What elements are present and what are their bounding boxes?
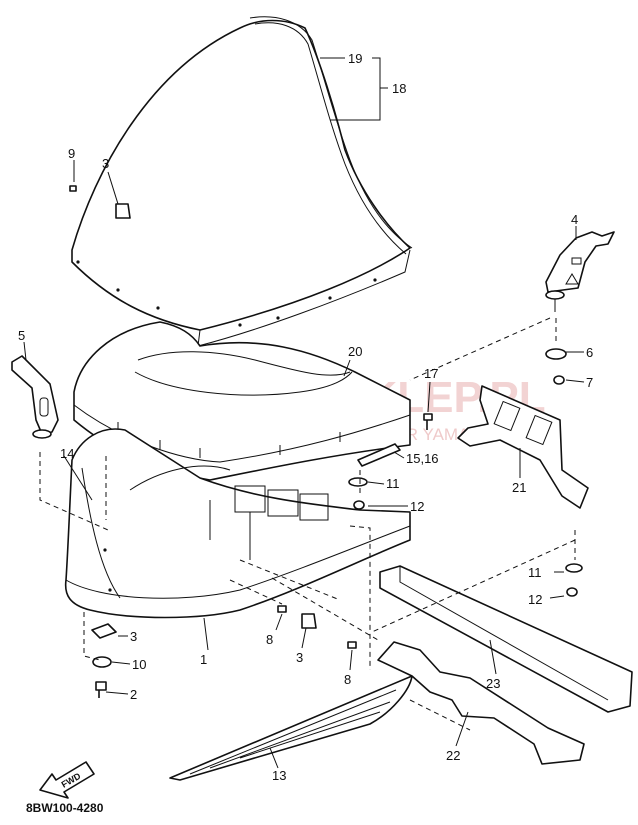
callout-17: 17: [424, 366, 438, 381]
forward-arrow-icon: FWD: [39, 761, 95, 799]
screw-9: [69, 185, 77, 192]
callout-23: 23: [486, 676, 500, 691]
assembly-lines: [39, 317, 576, 731]
callout-2: 2: [130, 687, 137, 702]
callout-14: 14: [60, 446, 74, 461]
callout-19: 19: [348, 51, 362, 66]
diagram-code: 8BW100-4280: [26, 801, 104, 815]
callout-11-left: 11: [386, 476, 400, 491]
callout-11-right: 11: [528, 565, 542, 580]
nut-clip-center: [301, 613, 317, 629]
rubber-damper: [545, 348, 567, 360]
callout-8-right: 8: [344, 672, 351, 687]
reinforcement-beam: [379, 565, 633, 713]
callout-8-left: 8: [266, 632, 273, 647]
damper-left: [348, 477, 368, 487]
hood-strip: [169, 675, 413, 781]
callouts: 19 18 9 3 4 5 20 6 17 7 15,16 14 11 21 1…: [18, 51, 593, 783]
lower-hood: [64, 428, 411, 619]
callout-13: 13: [272, 768, 286, 783]
callout-22: 22: [446, 748, 460, 763]
nut-clip-upper: [115, 203, 131, 219]
callout-3-upper: 3: [102, 156, 109, 171]
callout-18: 18: [392, 81, 406, 96]
callout-3-center: 3: [296, 650, 303, 665]
nut-clip-lower: [91, 623, 117, 639]
callout-15-16: 15,16: [406, 451, 439, 466]
nut-right: [566, 587, 578, 597]
left-bracket: [11, 355, 59, 439]
callout-6: 6: [586, 345, 593, 360]
callout-3-lower: 3: [130, 629, 137, 644]
upper-shroud: [73, 321, 411, 481]
callout-12-right: 12: [528, 592, 542, 607]
nut: [553, 375, 565, 385]
bolt-17: [423, 413, 433, 430]
stay-bracket: [357, 443, 401, 467]
callout-12-left: 12: [410, 499, 424, 514]
callout-9: 9: [68, 146, 75, 161]
callout-1: 1: [200, 652, 207, 667]
leader-lines: [23, 57, 585, 769]
callout-4: 4: [571, 212, 578, 227]
callout-20: 20: [348, 344, 362, 359]
windshield: [71, 16, 413, 347]
callout-21: 21: [512, 480, 526, 495]
callout-7: 7: [586, 375, 593, 390]
bolt-2: [95, 681, 107, 698]
right-bracket: [545, 231, 615, 312]
damper-right: [565, 563, 583, 573]
callout-5: 5: [18, 328, 25, 343]
frame-member: [377, 641, 585, 765]
screw-8b: [347, 641, 357, 649]
screw-8a: [277, 605, 287, 613]
nut-left: [353, 500, 365, 510]
callout-10: 10: [132, 657, 146, 672]
